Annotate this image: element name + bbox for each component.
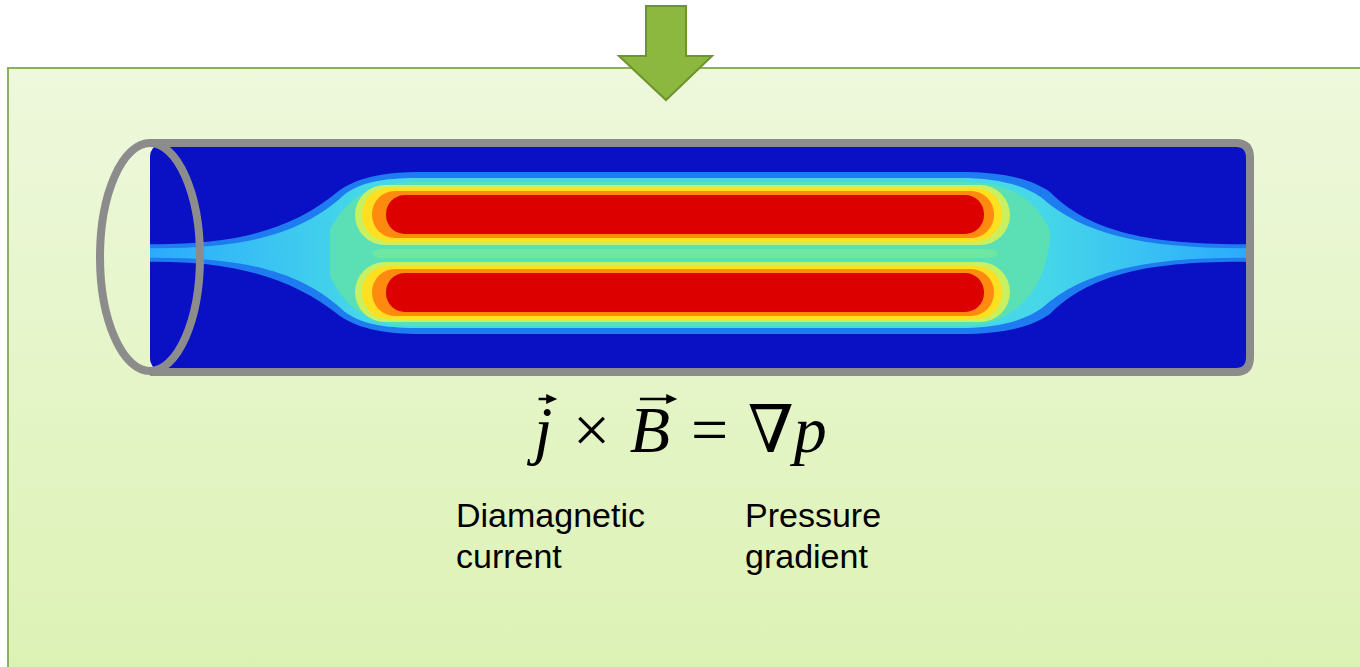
panel: [8, 68, 1360, 667]
cylinder-outline: [150, 143, 1250, 372]
plasma-contour: [150, 143, 1250, 372]
term-label: Diamagnetic current: [456, 495, 696, 577]
equation: j × B = ∇p: [534, 392, 827, 468]
term-label: Pressure gradient: [745, 495, 945, 577]
down-arrow: [619, 6, 712, 100]
cylinder-end: [100, 143, 200, 371]
